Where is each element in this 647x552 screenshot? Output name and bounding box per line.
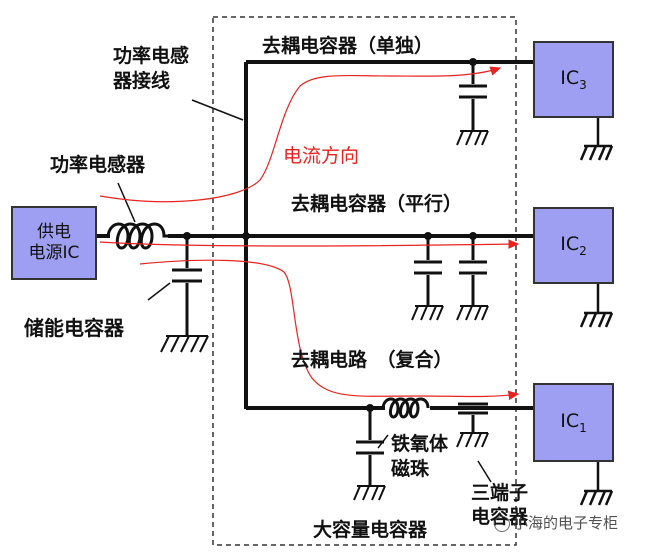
ic3-ground <box>579 118 614 161</box>
watermark: 小海的电子专柜 <box>494 512 618 533</box>
storage-capacitor-symbol <box>172 236 202 335</box>
power-inductor-coil <box>106 222 170 250</box>
decoupling-region-dashed-box <box>212 16 517 546</box>
ic2-label: IC2 <box>560 233 587 258</box>
ic2-block: IC2 <box>533 207 614 284</box>
current-arrow-ic2 <box>99 239 520 249</box>
power-supply-ic-label-line1: 供电 <box>37 221 71 242</box>
decap-single-symbol <box>459 62 487 130</box>
ground-symbol <box>411 305 489 321</box>
storage-capacitor-label: 储能电容器 <box>24 316 124 340</box>
bulk-capacitor-symbol <box>356 408 384 485</box>
ground-symbol <box>160 335 209 353</box>
ground-symbol <box>456 130 489 146</box>
three-terminal-capacitor-symbol <box>458 402 488 432</box>
decap-parallel-symbol <box>414 236 487 305</box>
leader-lines <box>117 99 492 483</box>
ferrite-bead-label: 铁氧体 磁珠 <box>391 433 449 480</box>
ic1-block: IC1 <box>533 383 614 462</box>
decap-single-label: 去耦电容器（单独） <box>262 35 434 57</box>
ic1-label: IC1 <box>560 410 587 435</box>
current-arrow-ic3 <box>99 66 502 203</box>
junction-dot <box>242 232 250 240</box>
ic2-ground <box>579 284 614 328</box>
ground-symbol <box>353 485 386 501</box>
ic3-block: IC3 <box>533 41 614 118</box>
decap-parallel-label: 去耦电容器（平行） <box>291 193 463 215</box>
decap-circuit-composite-label: 去耦电路 （复合） <box>291 349 453 371</box>
ground-symbol <box>456 432 489 448</box>
power-supply-ic-label-line2: 电源IC <box>28 243 80 263</box>
current-arrow-ic1 <box>139 259 520 401</box>
watermark-text: 小海的电子专柜 <box>513 514 619 532</box>
current-direction-arrows <box>99 66 520 401</box>
bulk-capacitor-label: 大容量电容器 <box>313 519 428 541</box>
power-supply-ic-block: 供电 电源IC <box>11 206 97 280</box>
ic1-ground <box>579 462 614 506</box>
power-inductor-label: 功率电感器 <box>50 154 146 176</box>
watermark-logo-icon <box>494 515 510 532</box>
ferrite-bead-coil <box>381 397 430 419</box>
current-direction-label: 电流方向 <box>283 145 360 167</box>
power-inductor-wiring-label: 功率电感 器接线 <box>113 45 190 92</box>
ic3-label: IC3 <box>560 67 587 92</box>
